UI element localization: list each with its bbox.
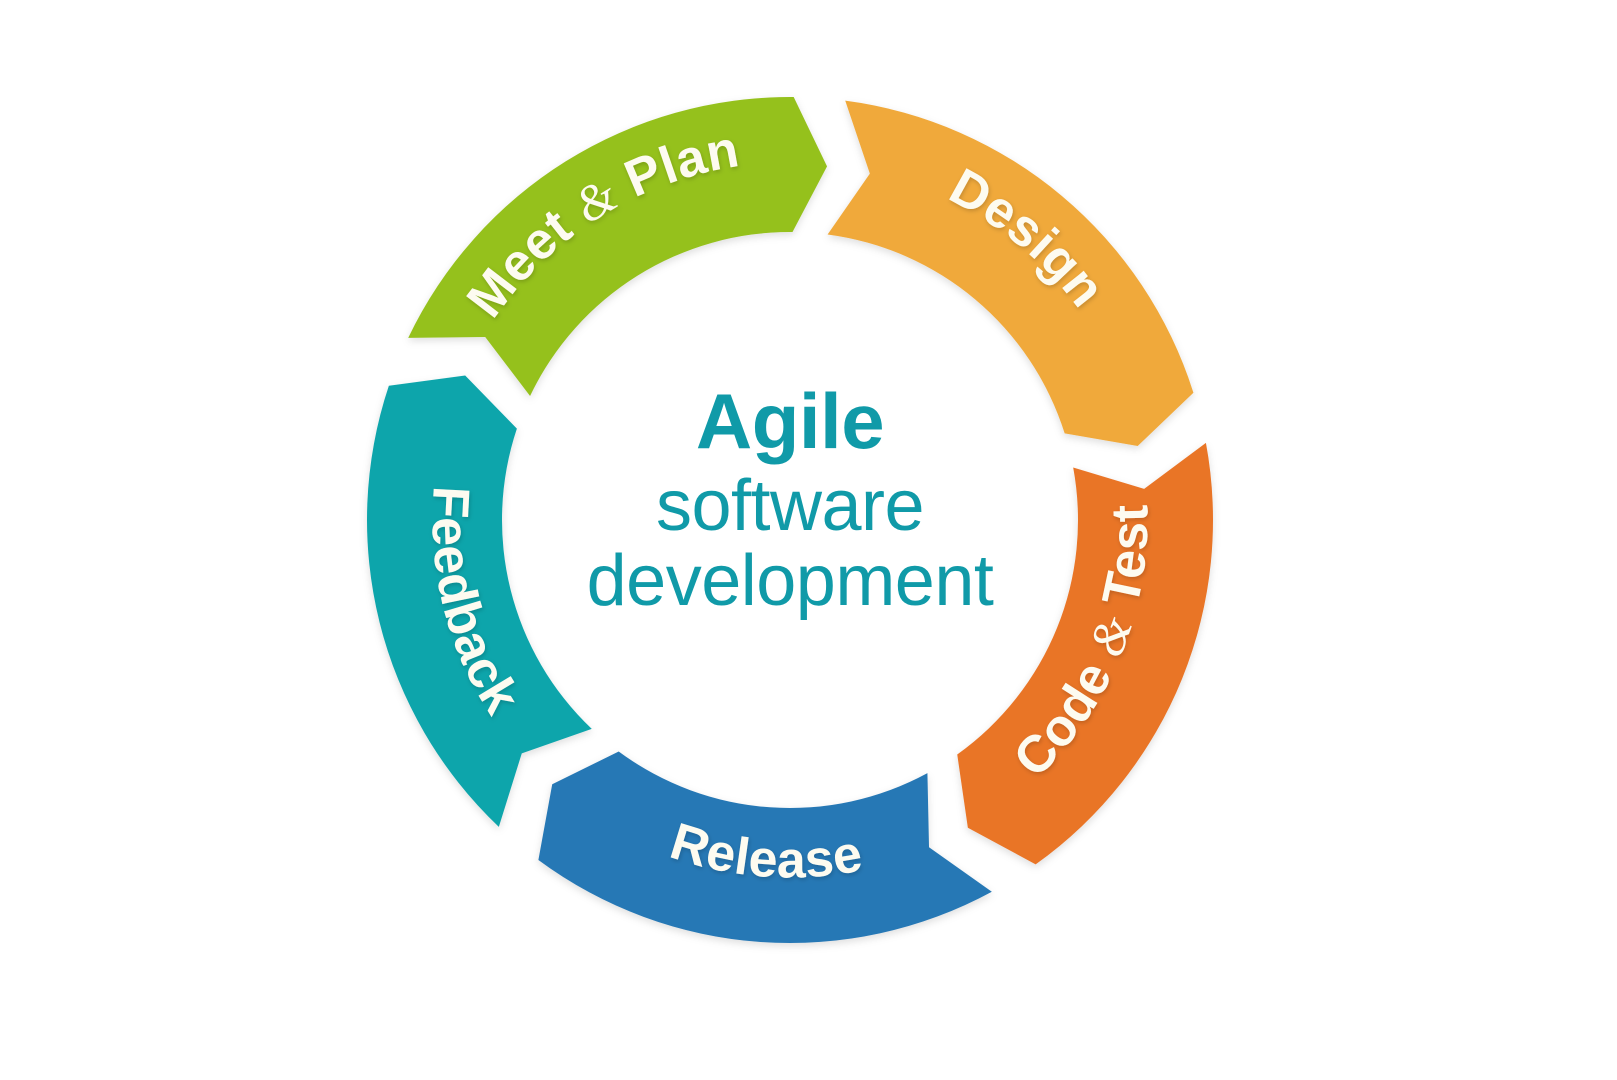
- center-title-agile: Agile: [696, 377, 884, 465]
- ring-segment-meet-and-plan[interactable]: [408, 97, 828, 397]
- center-subtitle-development: development: [587, 541, 994, 621]
- center-text-block: Agile software development: [587, 377, 995, 621]
- ring-segment-code-and-test[interactable]: [957, 442, 1214, 865]
- ring-segment-design[interactable]: [827, 100, 1194, 446]
- center-subtitle-software: software: [656, 466, 924, 546]
- ring-segments: [367, 97, 1214, 944]
- ring-segment-release[interactable]: [538, 751, 992, 944]
- ring-segment-feedback[interactable]: [367, 375, 592, 827]
